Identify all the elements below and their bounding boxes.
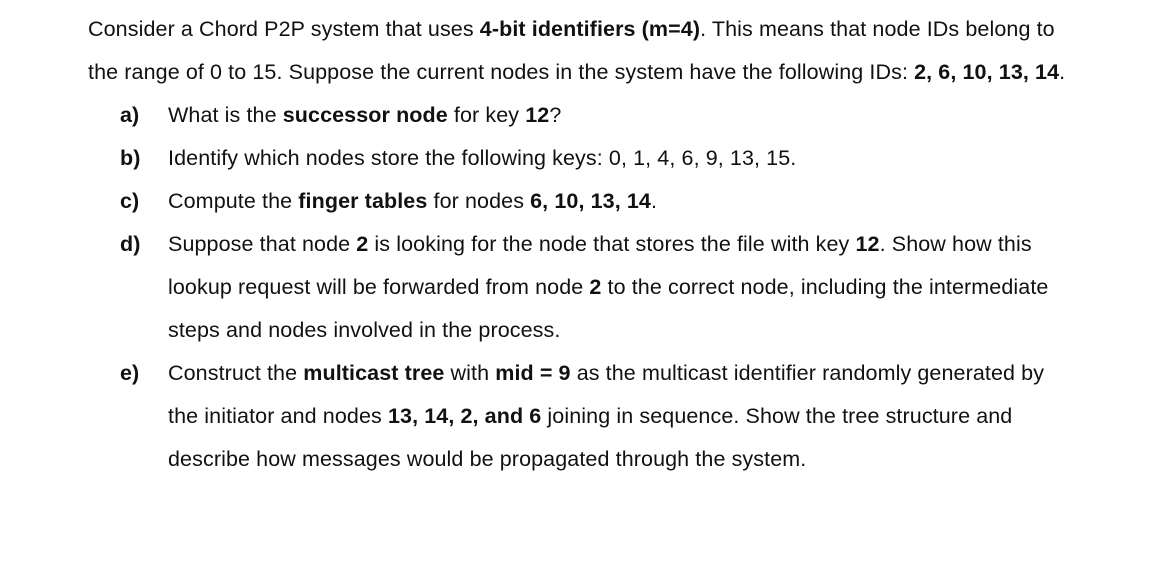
- part-c-text-3: .: [650, 189, 658, 213]
- part-e-text-3: as the multicast identifier randomly gen…: [168, 361, 1045, 428]
- question-parts-list: a) What is the successor node for key 12…: [0, 94, 1162, 481]
- part-a-text-1: What is the: [168, 103, 283, 127]
- part-e-text-4: joining in sequence. Show the tree struc…: [168, 404, 1013, 471]
- part-e-bold-mid: mid = 9: [495, 361, 571, 385]
- part-marker-d: d): [120, 232, 141, 256]
- part-d-text-3: . Show how this lookup request will be f…: [168, 232, 1032, 299]
- part-body-d: Suppose that node 2 is looking for the n…: [168, 223, 1066, 352]
- part-a-text-2: for key: [447, 103, 526, 127]
- part-d-bold-node-2: 2: [356, 232, 369, 256]
- part-body-a: What is the successor node for key 12?: [168, 94, 1066, 137]
- part-body-e: Construct the multicast tree with mid = …: [168, 352, 1066, 481]
- part-marker-c: c): [120, 189, 140, 213]
- part-d-text-2: is looking for the node that stores the …: [368, 232, 856, 256]
- part-e-bold-joining-nodes: 13, 14, 2, and 6: [387, 404, 542, 428]
- question-part-e: e) Construct the multicast tree with mid…: [0, 352, 1162, 481]
- intro-bold-identifiers: 4-bit identifiers (m=4): [479, 17, 701, 41]
- part-c-text-2: for nodes: [427, 189, 531, 213]
- part-d-text-1: Suppose that node: [168, 232, 357, 256]
- part-body-b: Identify which nodes store the following…: [168, 137, 1066, 180]
- part-e-text-2: with: [444, 361, 496, 385]
- part-c-bold-finger-tables: finger tables: [298, 189, 428, 213]
- part-d-text-4: to the correct node, including the inter…: [168, 275, 1049, 342]
- question-part-b: b) Identify which nodes store the follow…: [0, 137, 1162, 180]
- intro-paragraph: Consider a Chord P2P system that uses 4-…: [0, 8, 1162, 94]
- intro-text-1: Consider a Chord P2P system that uses: [88, 17, 480, 41]
- part-c-text-1: Compute the: [168, 189, 299, 213]
- part-a-bold-key: 12: [525, 103, 550, 127]
- part-b-text-1: Identify which nodes store the following…: [168, 146, 797, 170]
- part-d-bold-node-2b: 2: [589, 275, 602, 299]
- question-part-d: d) Suppose that node 2 is looking for th…: [0, 223, 1162, 352]
- part-a-bold-successor-node: successor node: [282, 103, 448, 127]
- intro-text-2: . This means that node IDs belong to the…: [88, 17, 1055, 84]
- intro-text-3: .: [1059, 60, 1066, 84]
- part-c-bold-nodes: 6, 10, 13, 14: [530, 189, 651, 213]
- part-d-bold-key-12: 12: [855, 232, 880, 256]
- intro-bold-node-ids: 2, 6, 10, 13, 14: [914, 60, 1060, 84]
- part-e-bold-multicast-tree: multicast tree: [303, 361, 445, 385]
- part-body-c: Compute the finger tables for nodes 6, 1…: [168, 180, 1066, 223]
- part-e-text-1: Construct the: [168, 361, 304, 385]
- question-part-c: c) Compute the finger tables for nodes 6…: [0, 180, 1162, 223]
- part-a-text-3: ?: [549, 103, 562, 127]
- part-marker-e: e): [120, 361, 140, 385]
- part-marker-b: b): [120, 146, 141, 170]
- question-part-a: a) What is the successor node for key 12…: [0, 94, 1162, 137]
- part-marker-a: a): [120, 103, 140, 127]
